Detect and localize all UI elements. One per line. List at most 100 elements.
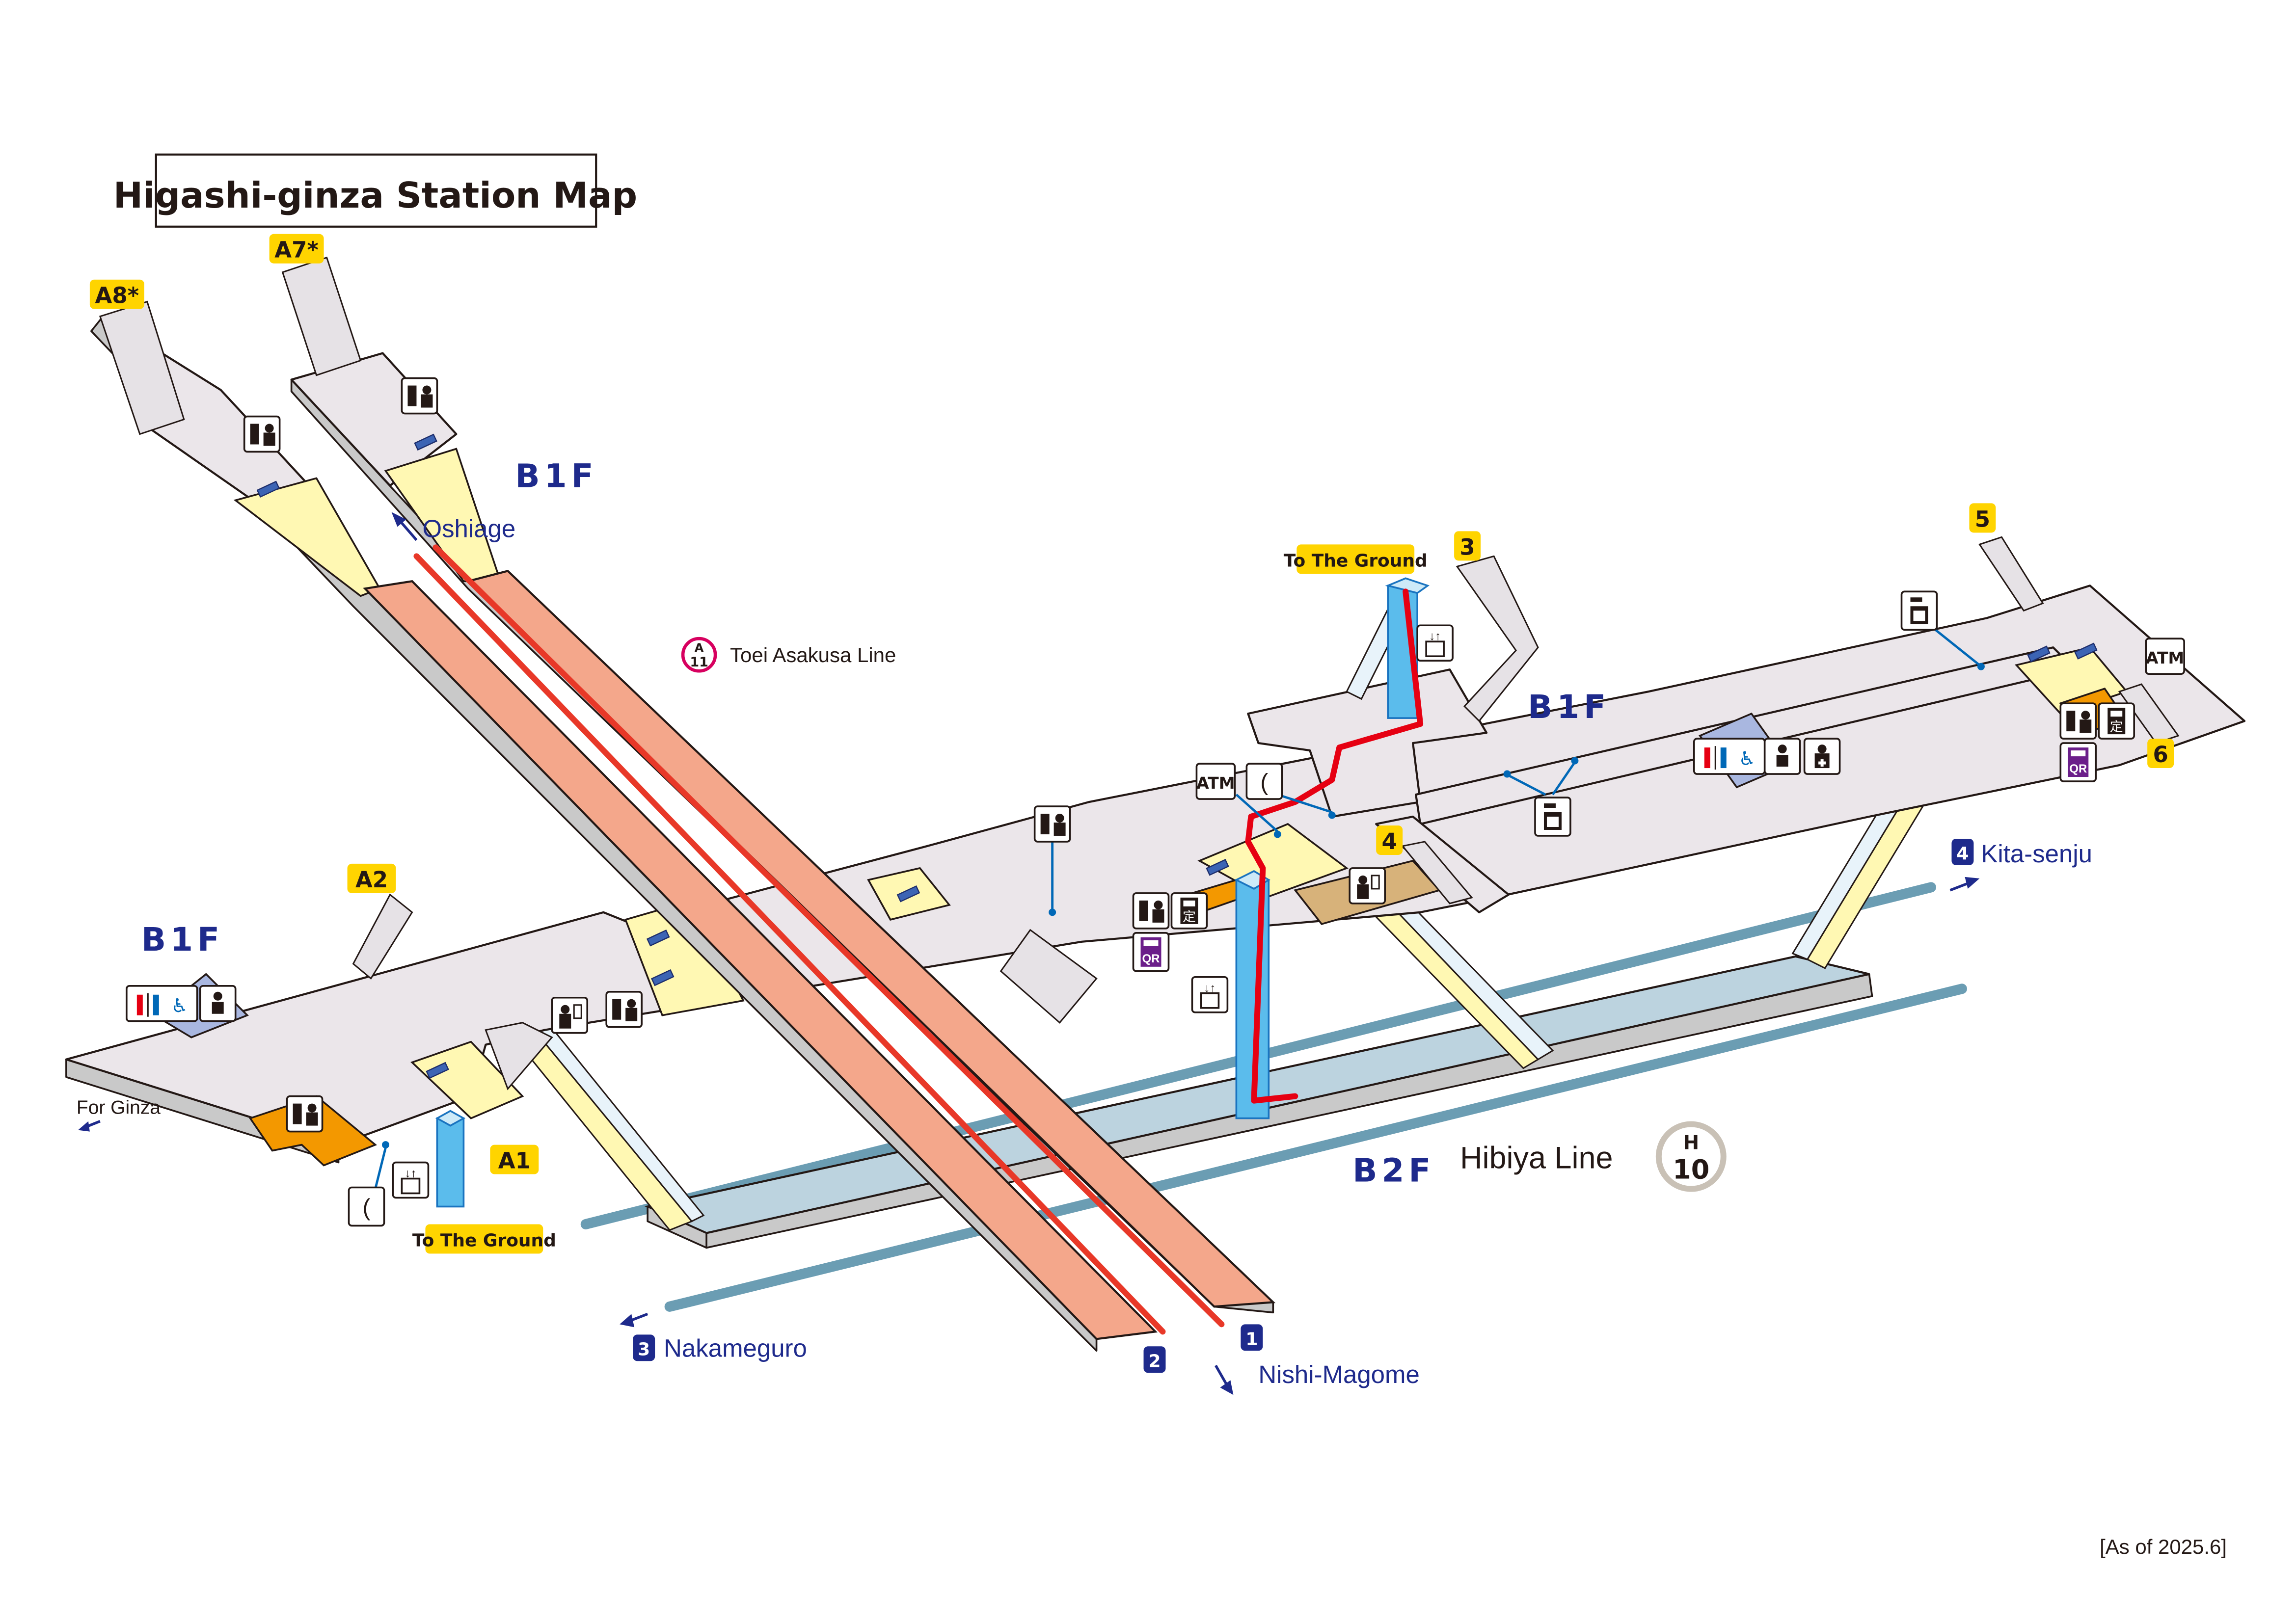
- coin-locker-icon[interactable]: [1900, 590, 1938, 631]
- platform-3-badge: 3: [633, 1334, 655, 1361]
- elevator-icon[interactable]: ↓↑: [392, 1161, 430, 1199]
- svg-text:Nakameguro: Nakameguro: [664, 1334, 807, 1362]
- svg-text:定: 定: [1183, 909, 1196, 924]
- floor-label-b1f-left: B1F: [141, 921, 224, 958]
- to-the-ground-3-tag[interactable]: To The Ground: [1284, 544, 1428, 574]
- title-box: Higashi-ginza Station Map: [113, 153, 637, 228]
- svg-text:10: 10: [1673, 1154, 1709, 1185]
- telephone-icon[interactable]: (: [1245, 763, 1283, 800]
- svg-text:↓↑: ↓↑: [1429, 630, 1441, 643]
- stairs-center-down: [999, 929, 1098, 1024]
- svg-text:4: 4: [1382, 828, 1397, 854]
- ticket-machine-icon[interactable]: [2059, 702, 2097, 740]
- destination-for-ginza: For Ginza: [77, 1097, 161, 1132]
- asakusa-rail-2: [432, 544, 1225, 1328]
- ticket-machine-icon[interactable]: [243, 415, 281, 453]
- svg-text:A: A: [695, 641, 704, 655]
- elevator-icon[interactable]: ↓↑: [1191, 976, 1229, 1013]
- platform-2-badge: 2: [1143, 1346, 1166, 1373]
- qr-ticket-icon[interactable]: QR: [1132, 932, 1170, 972]
- svg-text:♿: ♿: [1738, 748, 1756, 770]
- first-aid-icon[interactable]: [1803, 738, 1841, 775]
- svg-text:Oshiage: Oshiage: [422, 514, 515, 542]
- platform-4-badge: 4: [1951, 838, 1974, 865]
- svg-text:H: H: [1683, 1132, 1699, 1154]
- atm-icon[interactable]: ATM: [2145, 638, 2185, 675]
- destination-oshiage: Oshiage: [391, 512, 515, 542]
- stairs-a7: [281, 256, 362, 376]
- destination-kita-senju: 4 Kita-senju: [1949, 838, 2092, 892]
- asakusa-platform-1: [290, 352, 1276, 1314]
- svg-text:A1: A1: [498, 1148, 531, 1174]
- svg-text:QR: QR: [1142, 952, 1160, 965]
- exit-5-tag[interactable]: 5: [1969, 503, 1996, 533]
- hibiya-track-lower: [664, 984, 1967, 1312]
- telephone-icon[interactable]: (: [348, 1186, 385, 1227]
- floor-label-b1f-top: B1F: [515, 457, 597, 495]
- svg-text:QR: QR: [2069, 762, 2087, 775]
- svg-text:↓↑: ↓↑: [1204, 982, 1216, 995]
- svg-text:↓↑: ↓↑: [405, 1167, 416, 1180]
- coin-locker-icon[interactable]: [1534, 797, 1571, 837]
- asakusa-line-badge: [681, 637, 717, 673]
- to-the-ground-a1-tag[interactable]: To The Ground: [412, 1224, 556, 1254]
- exit-3-tag[interactable]: 3: [1454, 531, 1481, 561]
- destination-nishi-magome: Nishi-Magome: [1215, 1360, 1420, 1395]
- elevator-icon[interactable]: ↓↑: [1416, 624, 1454, 662]
- svg-text:ATM: ATM: [2146, 648, 2184, 667]
- svg-text:定: 定: [2110, 719, 2123, 734]
- as-of-date: [As of 2025.6]: [2100, 1535, 2227, 1558]
- svg-text:To The Ground: To The Ground: [1284, 551, 1428, 571]
- station-office-icon[interactable]: [551, 996, 589, 1034]
- ticket-machine-icon[interactable]: [401, 377, 438, 415]
- hibiya-line-label: Hibiya Line H 10: [1460, 1121, 1727, 1192]
- exit-a8-tag[interactable]: A8*: [89, 279, 144, 309]
- svg-text:5: 5: [1975, 506, 1990, 532]
- atm-icon[interactable]: ATM: [1195, 763, 1236, 800]
- ticket-machine-icon[interactable]: [1132, 892, 1170, 930]
- svg-text:♿: ♿: [171, 996, 188, 1017]
- svg-text:For Ginza: For Ginza: [77, 1097, 161, 1118]
- accessible-route: [1245, 588, 1424, 1104]
- stairs-5: [1978, 536, 2044, 612]
- stairs-4: [1401, 841, 1473, 905]
- commuter-pass-icon[interactable]: 定: [2098, 702, 2135, 740]
- svg-text:1: 1: [1245, 1329, 1258, 1349]
- stairs-6: [2118, 683, 2180, 744]
- exit-6-tag[interactable]: 6: [2147, 739, 2174, 769]
- paid-area-a1: [410, 1040, 524, 1119]
- qr-ticket-icon[interactable]: QR: [2059, 742, 2097, 782]
- svg-text:Nishi-Magome: Nishi-Magome: [1258, 1360, 1419, 1388]
- baby-care-icon[interactable]: [1763, 738, 1801, 775]
- exit-a7-tag[interactable]: A7*: [269, 234, 324, 264]
- baby-care-icon[interactable]: [199, 984, 237, 1022]
- exit-4-tag[interactable]: 4: [1376, 825, 1403, 855]
- leader-lines: [374, 629, 1985, 1190]
- hibiya-line-badge: [1655, 1121, 1727, 1192]
- floor-label-b2f: B2F: [1352, 1152, 1435, 1190]
- stairs-3: [1456, 555, 1539, 722]
- commuter-pass-icon[interactable]: 定: [1170, 892, 1208, 930]
- ticket-machine-icon[interactable]: [1033, 805, 1071, 843]
- platform-1-badge: 1: [1241, 1324, 1263, 1351]
- restroom-icon[interactable]: ♿: [126, 984, 198, 1022]
- ticket-machine-icon[interactable]: [605, 990, 643, 1028]
- ticket-machine-icon[interactable]: [286, 1095, 324, 1133]
- svg-text:3: 3: [638, 1339, 650, 1359]
- svg-text:4: 4: [1956, 844, 1969, 864]
- svg-text:2: 2: [1148, 1351, 1161, 1371]
- stairs-a2: [352, 893, 413, 980]
- ticket-gates: [256, 433, 2098, 1079]
- floor-label-b1f-right: B1F: [1528, 688, 1610, 726]
- exit-a2-tag[interactable]: A2: [347, 863, 396, 893]
- asakusa-line-label: A 11 Toei Asakusa Line: [681, 637, 896, 673]
- restroom-icon[interactable]: ♿: [1693, 738, 1766, 775]
- asakusa-rail-1: [413, 553, 1166, 1335]
- destination-nakameguro: 3 Nakameguro: [620, 1312, 807, 1362]
- asakusa-platform-2: [90, 315, 1158, 1352]
- exit-a1-tag[interactable]: A1: [490, 1144, 539, 1174]
- station-office-icon[interactable]: [1349, 867, 1386, 905]
- svg-text:11: 11: [690, 655, 708, 670]
- page-title: Higashi-ginza Station Map: [113, 175, 637, 216]
